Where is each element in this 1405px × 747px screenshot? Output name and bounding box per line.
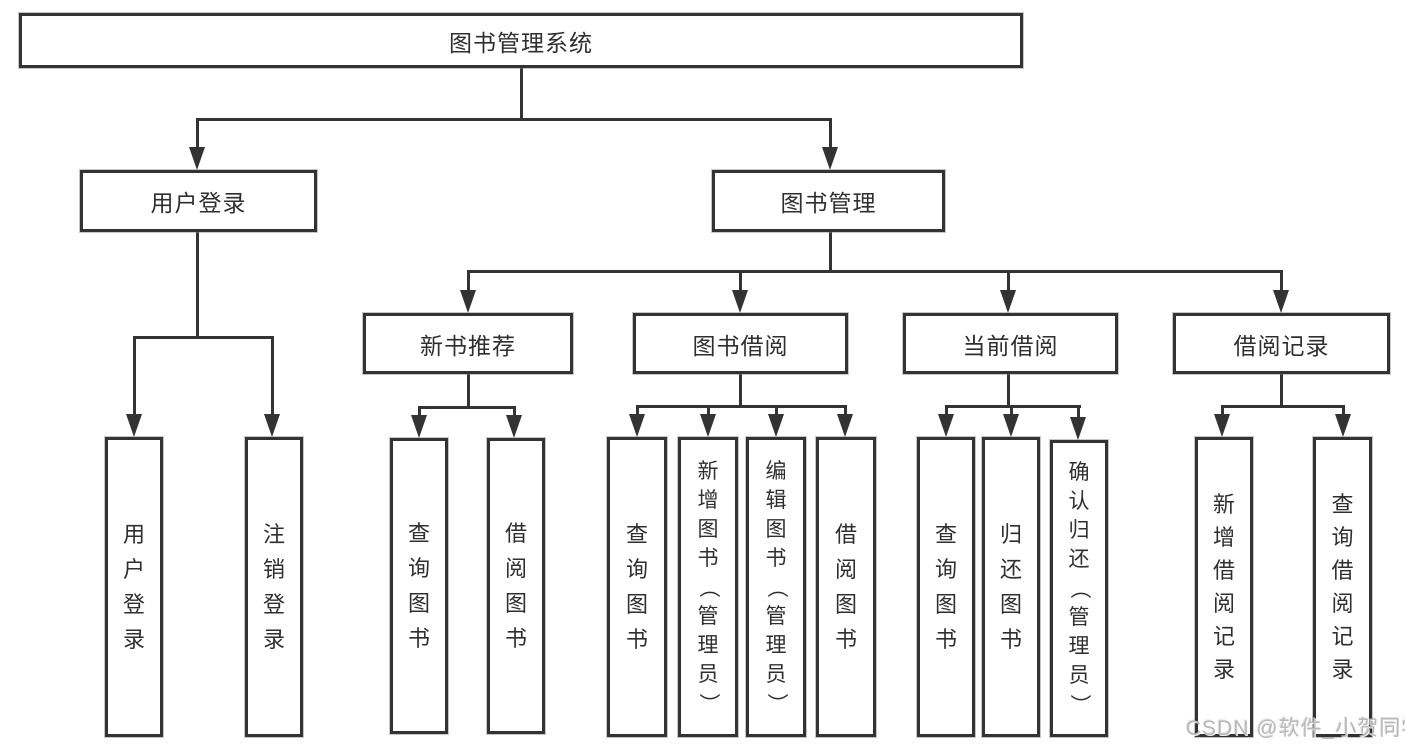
node-new-book-recommend: 新书推荐: [363, 313, 573, 374]
arrow-to-borrow-record: [1279, 270, 1283, 313]
leaf-query-books-1-label: 查询图书: [407, 520, 430, 651]
arrow-to-leaf-borrow-1: [512, 406, 516, 438]
arrow-to-leaf-add-record: [1220, 405, 1224, 437]
leaf-confirm-return-admin-label: 确认归还（管理员）: [1067, 461, 1091, 715]
node-current-borrow-label: 当前借阅: [962, 332, 1059, 359]
leaf-edit-book-admin-label: 编辑图书（管理员）: [764, 459, 788, 714]
arrow-to-new-book: [466, 270, 470, 313]
arrow-to-leaf-query-record: [1341, 405, 1345, 437]
leaf-confirm-return-admin: 确认归还（管理员）: [1050, 440, 1108, 737]
arrow-to-user-login: [195, 118, 199, 170]
arrow-to-leaf-logout: [270, 336, 274, 437]
arrow-to-leaf-edit-book: [774, 405, 778, 437]
node-book-borrow-label: 图书借阅: [692, 332, 789, 359]
connector-user-login-stem: [195, 232, 199, 336]
leaf-borrow-books-1-label: 借阅图书: [504, 520, 527, 651]
leaf-return-books: 归还图书: [982, 437, 1040, 737]
node-book-management: 图书管理: [712, 170, 945, 232]
rail-user-login: [132, 336, 274, 339]
node-user-login: 用户登录: [80, 170, 317, 232]
leaf-add-borrow-record: 新增借阅记录: [1195, 437, 1253, 737]
leaf-borrow-books-1: 借阅图书: [487, 438, 545, 734]
leaf-user-login: 用户登录: [105, 437, 163, 737]
leaf-query-books-2-label: 查询图书: [625, 521, 648, 652]
connector-book-borrow-stem: [738, 374, 742, 405]
leaf-query-books-1: 查询图书: [390, 438, 448, 734]
rail-new-book: [417, 406, 516, 409]
arrow-to-leaf-query-3: [944, 405, 948, 437]
leaf-logout: 注销登录: [245, 437, 303, 737]
node-new-book-recommend-label: 新书推荐: [420, 332, 516, 359]
leaf-add-book-admin-label: 新增图书（管理员）: [696, 459, 720, 714]
leaf-add-borrow-record-label: 新增借阅记录: [1212, 491, 1235, 682]
leaf-query-books-3: 查询图书: [917, 437, 975, 737]
rail-borrow-record: [1220, 405, 1345, 408]
connector-borrow-record-stem: [1279, 374, 1283, 405]
arrow-to-leaf-query-2: [635, 405, 639, 437]
leaf-query-borrow-record: 查询借阅记录: [1313, 437, 1372, 737]
node-book-management-label: 图书管理: [780, 190, 877, 216]
leaf-return-books-label: 归还图书: [999, 521, 1022, 652]
arrow-to-book-borrow: [738, 270, 742, 313]
leaf-edit-book-admin: 编辑图书（管理员）: [746, 437, 806, 737]
node-root-label: 图书管理系统: [449, 29, 593, 56]
connector-current-borrow-stem: [1006, 374, 1010, 405]
arrow-to-leaf-borrow-2: [843, 405, 847, 437]
leaf-query-borrow-record-label: 查询借阅记录: [1331, 491, 1354, 682]
arrow-to-leaf-add-book: [706, 405, 710, 437]
rail-level3: [466, 270, 1283, 273]
leaf-user-login-label: 用户登录: [122, 521, 145, 652]
leaf-borrow-books-2-label: 借阅图书: [834, 521, 857, 652]
rail-current-borrow: [944, 405, 1081, 408]
connector-book-mgmt-stem: [828, 232, 832, 272]
csdn-watermark: CSDN @软件_小贺同学: [1186, 717, 1405, 740]
leaf-borrow-books-2: 借阅图书: [816, 437, 876, 737]
arrow-to-leaf-return: [1009, 405, 1013, 437]
node-borrow-records-label: 借阅记录: [1233, 332, 1330, 359]
arrow-to-leaf-user-login: [132, 336, 136, 437]
arrow-to-book-mgmt: [828, 118, 832, 170]
leaf-logout-label: 注销登录: [262, 521, 285, 652]
rail-level2: [195, 118, 832, 121]
node-root: 图书管理系统: [19, 13, 1023, 68]
leaf-add-book-admin: 新增图书（管理员）: [678, 437, 738, 737]
leaf-query-books-3-label: 查询图书: [934, 521, 957, 652]
rail-book-borrow: [635, 405, 847, 408]
connector-root-stem: [519, 68, 523, 118]
arrow-to-leaf-confirm-return: [1076, 405, 1080, 440]
arrow-to-current-borrow: [1006, 270, 1010, 313]
node-borrow-records: 借阅记录: [1173, 313, 1390, 374]
connector-new-book-stem: [466, 374, 470, 406]
arrow-to-leaf-query-1: [417, 406, 421, 438]
node-user-login-label: 用户登录: [150, 190, 247, 216]
node-current-borrow: 当前借阅: [903, 313, 1118, 374]
node-book-borrow: 图书借阅: [633, 313, 848, 374]
leaf-query-books-2: 查询图书: [607, 437, 667, 737]
